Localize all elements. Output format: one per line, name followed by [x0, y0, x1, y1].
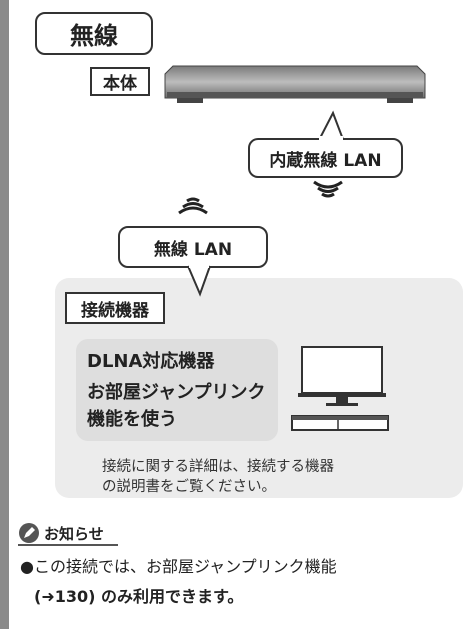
player-icon: [291, 415, 389, 431]
wireless-lan-pointer: [187, 264, 211, 297]
wifi-signal-icon: [178, 197, 208, 215]
wireless-heading: 無線: [35, 12, 153, 55]
wireless-lan-bubble: 無線 LAN: [118, 226, 268, 268]
note-line-2: の説明書をご覧ください。: [102, 479, 276, 495]
unit-label: 本体: [90, 67, 150, 96]
device-line-use-function: 機能を使う: [87, 409, 177, 430]
device-description-box: [76, 339, 278, 441]
internal-lan-bubble: 内蔵無線 LAN: [248, 138, 403, 178]
internal-lan-pointer-cover: [319, 136, 343, 142]
info-title: お知らせ: [44, 524, 104, 543]
info-underline: [18, 544, 118, 546]
info-heading: お知らせ: [18, 522, 104, 544]
note-line-1: 接続に関する詳細は、接続する機器: [102, 459, 334, 475]
tv-icon: [298, 346, 386, 406]
left-margin-rule: [0, 0, 9, 629]
internal-lan-pointer: [317, 110, 345, 143]
info-bullet-line-1: ●この接続では、お部屋ジャンプリンク機能: [20, 557, 337, 576]
pencil-icon: [19, 523, 39, 543]
recorder-device: [164, 65, 426, 103]
device-line-dlna: DLNA対応機器: [87, 351, 215, 372]
connected-devices-label: 接続機器: [65, 292, 165, 324]
wifi-signal-icon: [313, 180, 343, 198]
info-bullet-line-2: (➜130) のみ利用できます。: [34, 587, 244, 606]
device-line-jump-link: お部屋ジャンプリンク: [87, 382, 266, 403]
